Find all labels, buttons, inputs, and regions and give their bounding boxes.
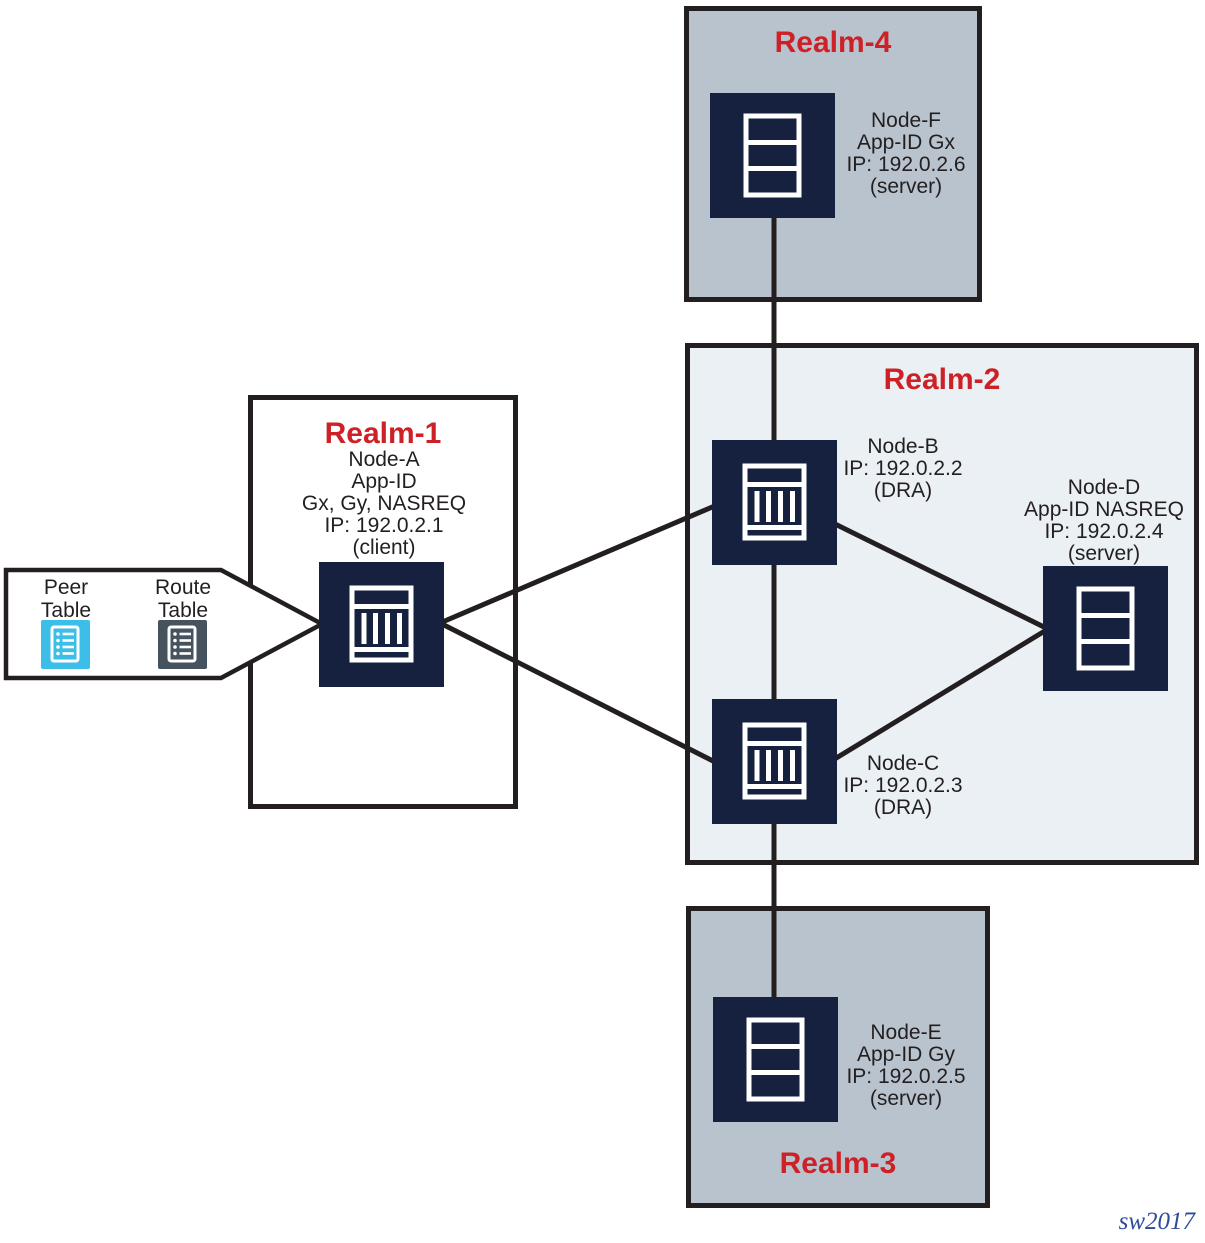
realm-3-title: Realm-3 (779, 1147, 897, 1180)
node-d-appid: App-ID NASREQ (1024, 498, 1184, 521)
node-e-ip: IP: 192.0.2.5 (846, 1065, 966, 1088)
node-a-role: (client) (352, 536, 416, 559)
node-d-server-icon (1043, 566, 1168, 691)
node-b-ip: IP: 192.0.2.2 (843, 457, 963, 480)
route-table-list-icon (158, 620, 207, 669)
node-c-ip: IP: 192.0.2.3 (843, 774, 963, 797)
node-d-ip: IP: 192.0.2.4 (1044, 520, 1164, 543)
node-a-appid-title: App-ID (351, 470, 417, 493)
node-a-appid-values: Gx, Gy, NASREQ (301, 492, 467, 515)
peer-table-list-icon (41, 620, 90, 669)
link-node-a-node-b (439, 502, 718, 626)
node-c-role: (DRA) (873, 796, 933, 819)
route-table-label: Route Table (155, 576, 211, 622)
node-c-label: Node-C IP: 192.0.2.3 (DRA) (843, 753, 962, 819)
peer-table-label-line2: Table (40, 599, 92, 622)
node-f-ip: IP: 192.0.2.6 (846, 153, 966, 176)
link-node-b-node-d (831, 520, 1050, 632)
node-d-label: Node-D App-ID NASREQ IP: 192.0.2.4 (serv… (1024, 477, 1184, 565)
route-table-label-line1: Route (154, 576, 212, 599)
node-a-name: Node-A (348, 448, 420, 471)
node-e-appid: App-ID Gy (856, 1043, 956, 1066)
node-e-server-icon (713, 997, 838, 1122)
realm-4-title: Realm-4 (774, 26, 892, 59)
peer-table-label-line1: Peer (43, 576, 89, 599)
node-d-name: Node-D (1067, 476, 1141, 499)
node-b-dra-router-icon (712, 440, 837, 565)
node-c-name: Node-C (866, 752, 940, 775)
node-b-name: Node-B (867, 435, 939, 458)
node-d-role: (server) (1067, 542, 1141, 565)
node-b-label: Node-B IP: 192.0.2.2 (DRA) (843, 436, 962, 502)
realm-1-title: Realm-1 (324, 417, 442, 450)
node-c-dra-router-icon (712, 699, 837, 824)
realm-3-box: Realm-3 (686, 906, 990, 1208)
node-e-label: Node-E App-ID Gy IP: 192.0.2.5 (server) (846, 1022, 965, 1110)
route-table-label-line2: Table (157, 599, 209, 622)
node-f-name: Node-F (870, 109, 942, 132)
node-b-role: (DRA) (873, 479, 933, 502)
node-f-appid: App-ID Gx (856, 131, 956, 154)
node-a-label: Node-A App-ID Gx, Gy, NASREQ IP: 192.0.2… (302, 449, 466, 559)
node-e-name: Node-E (870, 1021, 942, 1044)
node-a-dra-router-icon (319, 562, 444, 687)
link-node-a-node-c (438, 620, 719, 766)
watermark: sw2017 (1118, 1208, 1195, 1235)
realm-2-title: Realm-2 (883, 363, 1001, 396)
node-f-role: (server) (869, 175, 943, 198)
peer-table-label: Peer Table (41, 576, 91, 622)
link-node-c-node-d (831, 626, 1050, 763)
node-f-server-icon (710, 93, 835, 218)
node-e-role: (server) (869, 1087, 943, 1110)
node-f-label: Node-F App-ID Gx IP: 192.0.2.6 (server) (846, 110, 965, 198)
node-a-ip: IP: 192.0.2.1 (324, 514, 444, 537)
